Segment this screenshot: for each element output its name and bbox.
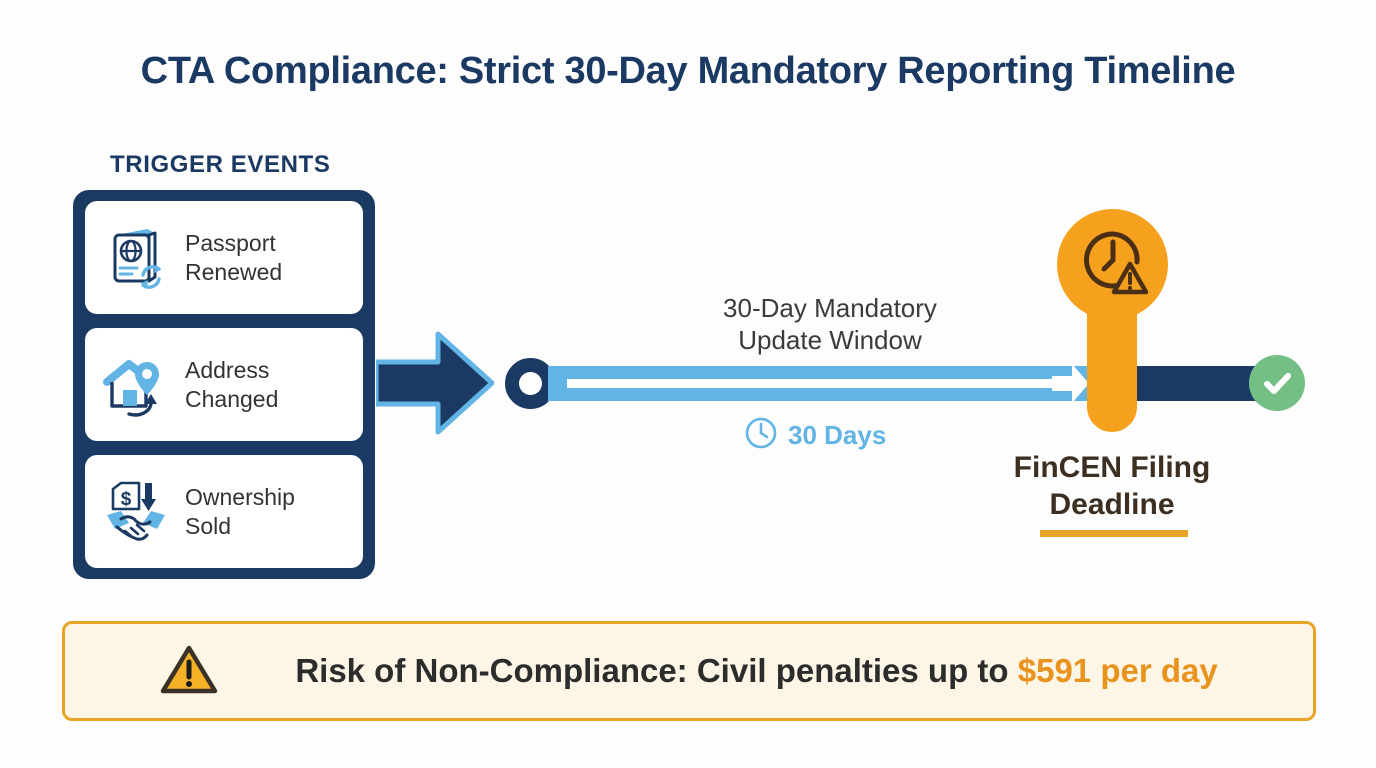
timeline-bar-stripe — [567, 379, 1062, 388]
trigger-card-passport[interactable]: Passport Renewed — [85, 201, 363, 314]
warning-amount: $591 per day — [1017, 652, 1218, 689]
trigger-events-heading: TRIGGER EVENTS — [110, 151, 331, 178]
clock-icon — [744, 416, 778, 455]
svg-text:$: $ — [121, 489, 132, 510]
deadline-label: FinCEN Filing Deadline — [1013, 451, 1211, 521]
days-label: 30 Days — [788, 420, 887, 450]
house-location-pin-icon — [99, 348, 173, 422]
trigger-events-panel: Passport Renewed Address Changed — [73, 190, 375, 579]
update-window-label: 30-Day Mandatory Update Window — [723, 293, 937, 356]
handshake-dollar-icon: $ — [99, 475, 173, 549]
days-badge: 30 Days — [744, 416, 886, 455]
warning-text-main: Risk of Non-Compliance: Civil penalties … — [295, 652, 1018, 689]
trigger-card-label: Ownership Sold — [185, 484, 295, 539]
trigger-card-ownership[interactable]: $ Ownership Sold — [85, 455, 363, 568]
clock-warning-icon — [1073, 222, 1153, 307]
trigger-card-label: Address Changed — [185, 357, 279, 412]
timeline-post-deadline-bar — [1132, 366, 1262, 401]
page-title: CTA Compliance: Strict 30-Day Mandatory … — [140, 50, 1236, 92]
passport-renew-icon — [99, 221, 173, 295]
non-compliance-banner: Risk of Non-Compliance: Civil penalties … — [62, 621, 1316, 721]
trigger-card-address[interactable]: Address Changed — [85, 328, 363, 441]
warning-text: Risk of Non-Compliance: Civil penalties … — [240, 614, 1217, 728]
deadline-underline — [1040, 530, 1188, 537]
deadline-marker[interactable] — [1057, 209, 1168, 320]
green-check-icon — [1249, 355, 1305, 411]
warning-triangle-icon — [160, 643, 218, 700]
flow-arrow-icon — [373, 330, 495, 436]
trigger-card-label: Passport Renewed — [185, 230, 283, 285]
timeline-arrowhead-icon — [1052, 363, 1090, 404]
